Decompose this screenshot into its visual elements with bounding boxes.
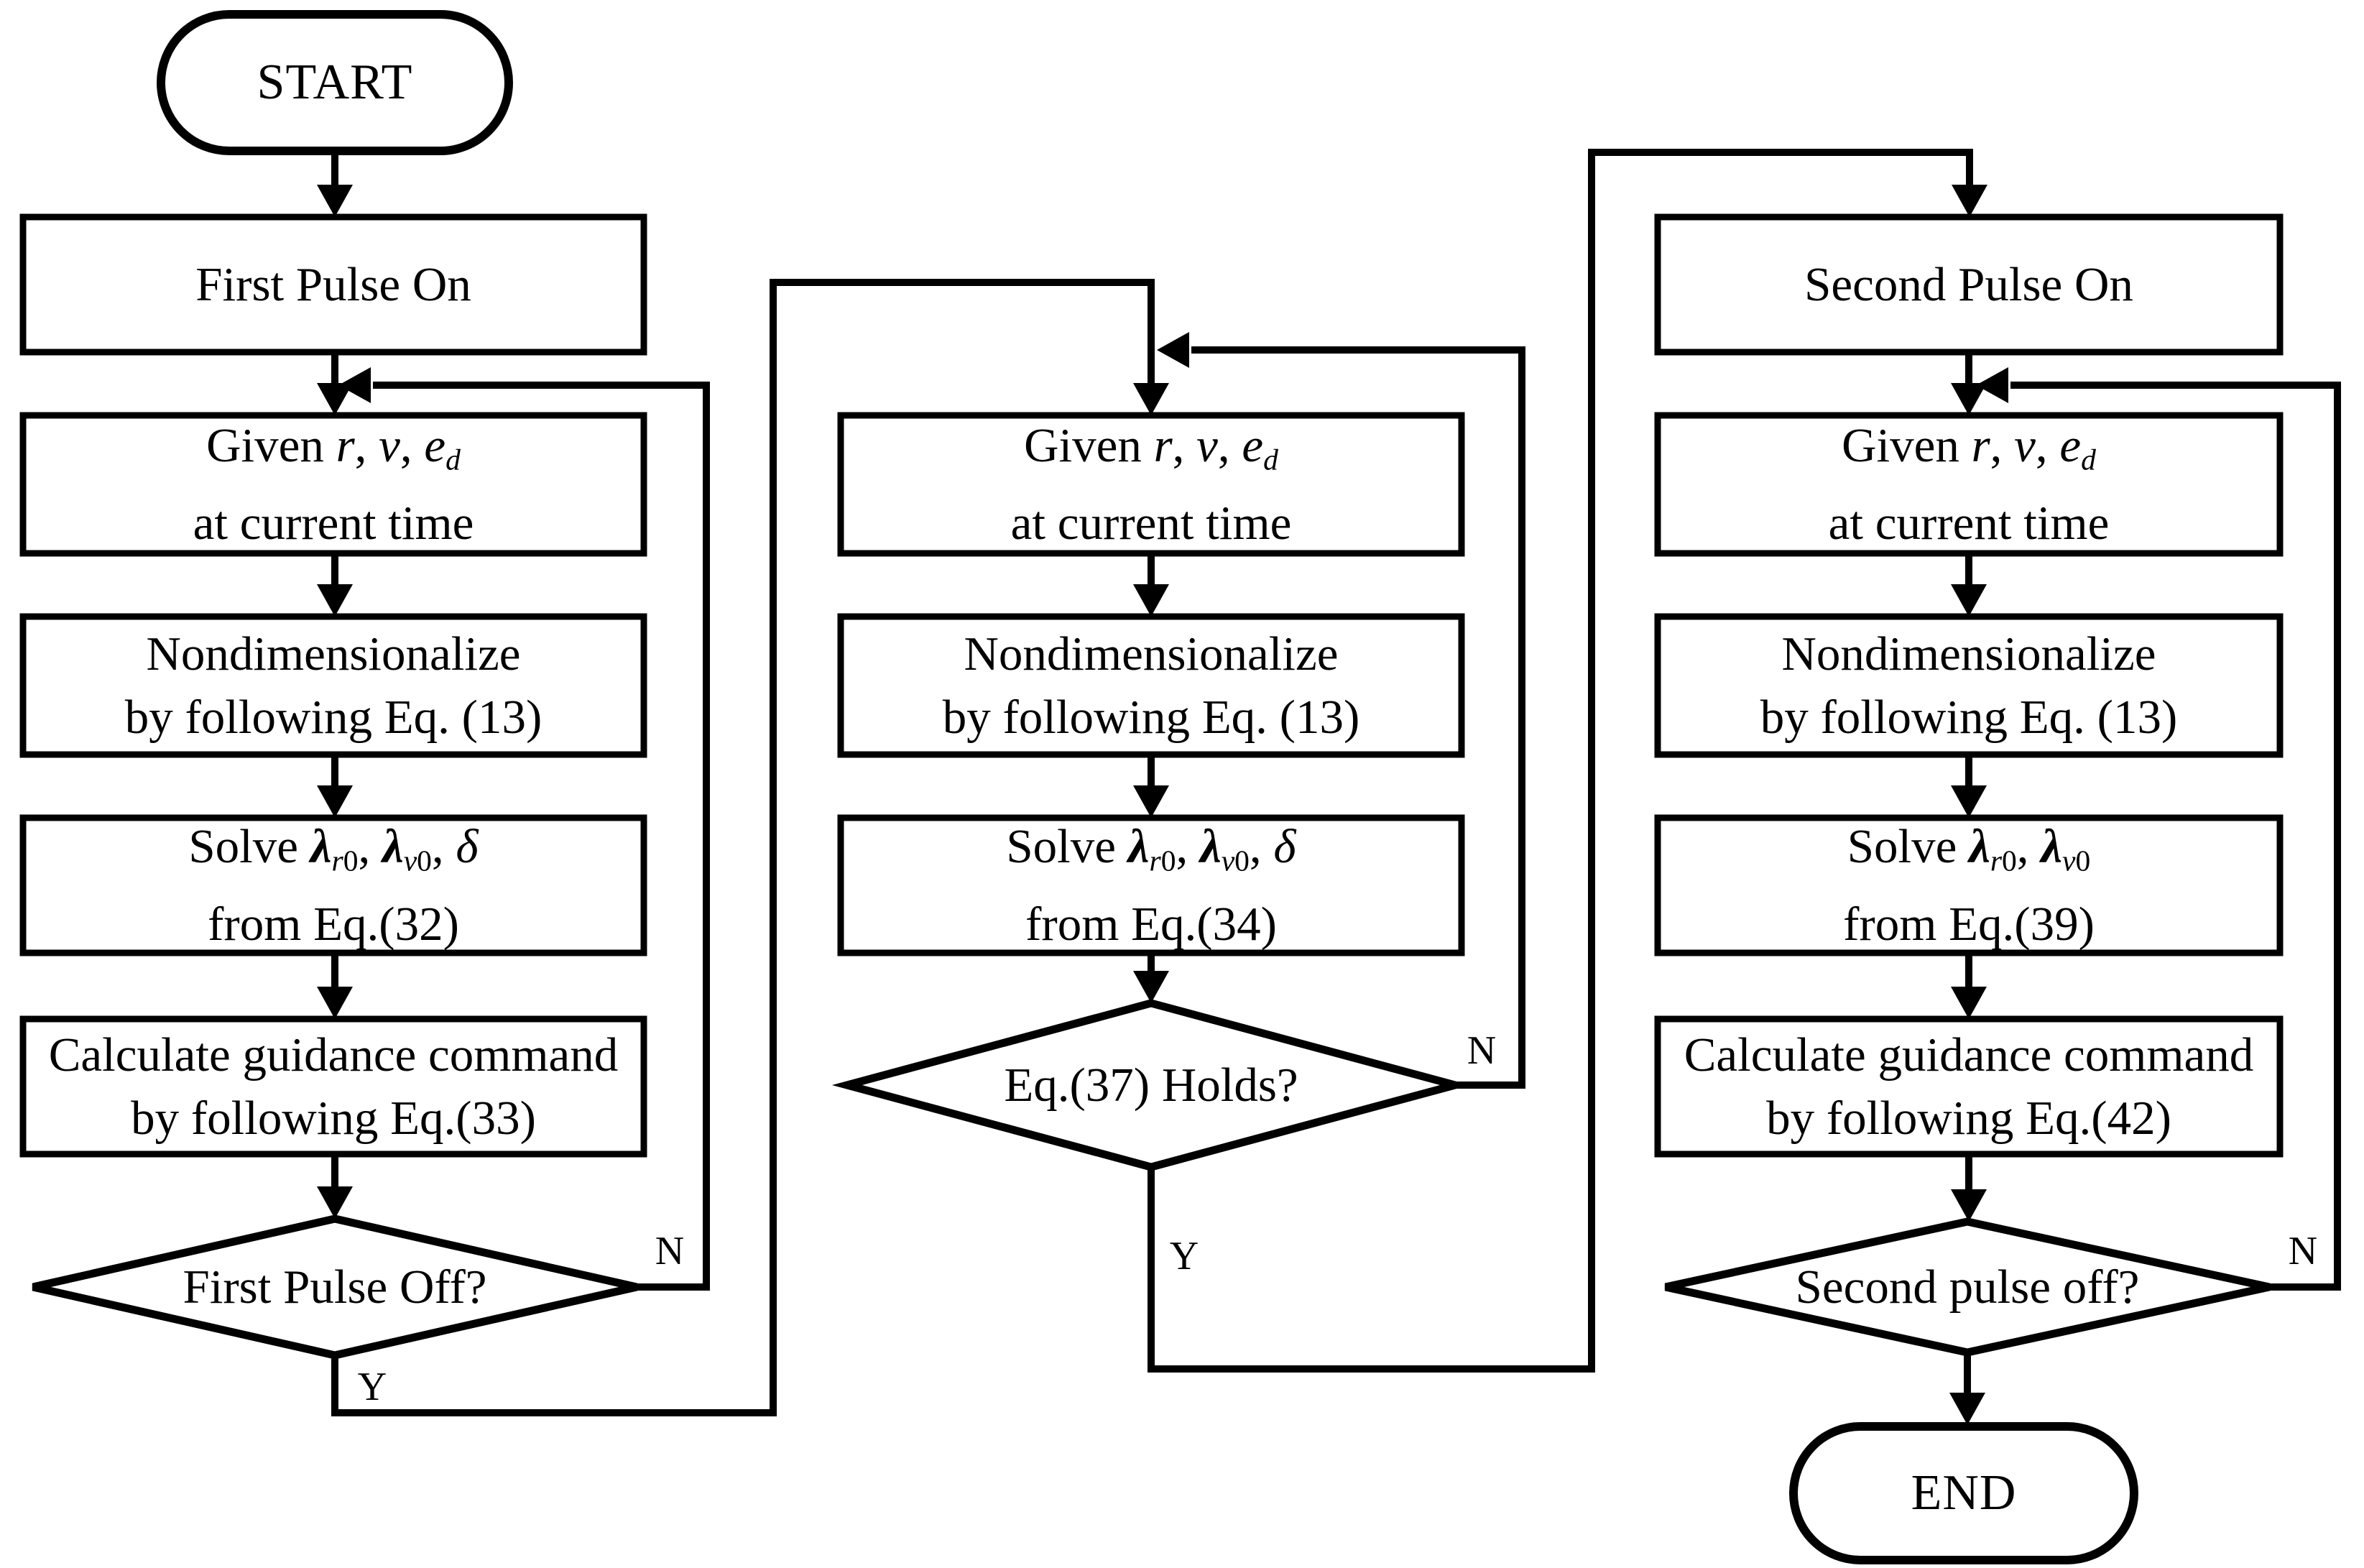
solve-3-line-1: Solve λr0, λv0 [1847, 820, 2091, 877]
process-nondimensionalize-3: Nondimensionalize by following Eq. (13) [1658, 617, 2280, 755]
solve-2-line-2: from Eq.(34) [1025, 897, 1277, 951]
first-pulse-on-label: First Pulse On [195, 258, 471, 311]
solve-3-line-2: from Eq.(39) [1843, 897, 2095, 951]
edge-first-pulse-off-yes-to-given-2 [331, 279, 1155, 1416]
first-pulse-on-box [19, 213, 647, 356]
edge-eq37-holds-no-loopback [1191, 346, 1525, 1089]
branch-label-no-1: N [655, 1229, 685, 1273]
arrowhead-into-solve-2 [1133, 785, 1169, 818]
branch-label-yes-2: Y [1169, 1234, 1199, 1278]
decision-first-pulse-off: First Pulse Off? [33, 1219, 637, 1355]
given-2-box [837, 412, 1465, 557]
process-nondimensionalize-1: Nondimensionalize by following Eq. (13) [23, 617, 644, 755]
arrowhead-into-solve-1 [317, 785, 353, 818]
arrowhead-into-second-pulse-off [1951, 1189, 1987, 1222]
branch-label-yes-1: Y [357, 1365, 387, 1409]
given-3-line-2: at current time [1828, 496, 2110, 550]
second-pulse-on-box [1654, 213, 2284, 356]
branch-label-no-3: N [2288, 1229, 2318, 1273]
arrowhead-into-nondimensionalize-3 [1951, 584, 1987, 617]
arrowhead-into-eq37-holds [1133, 971, 1169, 1003]
nondimensionalize-2-line-1: Nondimensionalize [964, 627, 1339, 681]
decision-second-pulse-off: Second pulse off? [1666, 1222, 2269, 1352]
process-calculate-1: Calculate guidance command by following … [23, 1019, 644, 1154]
start-terminator-shape [157, 10, 513, 155]
solve-1-line-1: Solve λr0, λv0, δ [188, 820, 479, 877]
edge-first-pulse-off-no-loopback [373, 382, 710, 1291]
given-3-box [1654, 412, 2284, 557]
calculate-1-line-2: by following Eq.(33) [131, 1092, 536, 1145]
arrowhead-into-solve-3 [1951, 785, 1987, 818]
branch-label-no-2: N [1467, 1028, 1497, 1073]
arrowhead-loopback-1 [338, 367, 371, 403]
calculate-3-box [1654, 1015, 2284, 1158]
nondimensionalize-1-line-2: by following Eq. (13) [124, 691, 542, 744]
calculate-3-line-2: by following Eq.(42) [1766, 1092, 2171, 1145]
solve-1-line-2: from Eq.(32) [208, 897, 459, 951]
process-given-1: Given r, v, ed at current time [23, 415, 644, 553]
solve-1-box [19, 814, 647, 956]
nondimensionalize-1-box [19, 613, 647, 758]
arrowhead-into-given-2 [1133, 383, 1169, 415]
process-given-2: Given r, v, ed at current time [841, 415, 1462, 553]
arrowhead-into-given-1 [317, 383, 353, 415]
nondimensionalize-3-box [1654, 613, 2284, 758]
calculate-1-box [19, 1015, 647, 1158]
start-label: START [257, 55, 413, 110]
given-2-line-2: at current time [1010, 496, 1292, 550]
process-solve-3: Solve λr0, λv0 from Eq.(39) [1658, 818, 2280, 953]
edge-eq37-holds-yes-to-second-pulse-on [1148, 149, 1973, 1373]
second-pulse-off-label: Second pulse off? [1795, 1260, 2140, 1314]
arrowhead-loopback-2 [1157, 332, 1189, 368]
terminator-start: START [161, 14, 509, 151]
process-given-3: Given r, v, ed at current time [1658, 415, 2280, 553]
given-3-line-1: Given r, v, ed [1842, 419, 2096, 476]
nondimensionalize-3-line-1: Nondimensionalize [1781, 627, 2156, 681]
first-pulse-off-diamond [32, 1214, 638, 1360]
eq37-holds-diamond [831, 999, 1471, 1171]
terminator-end: END [1793, 1426, 2134, 1560]
nondimensionalize-2-line-2: by following Eq. (13) [942, 691, 1360, 744]
arrowhead-into-nondimensionalize-1 [317, 584, 353, 617]
arrowhead-into-given-3 [1951, 383, 1987, 415]
second-pulse-on-label: Second Pulse On [1804, 258, 2133, 311]
arrowhead-into-first-pulse-on [317, 185, 353, 217]
process-first-pulse-on: First Pulse On [23, 217, 644, 352]
calculate-3-line-1: Calculate guidance command [1684, 1028, 2254, 1082]
process-calculate-3: Calculate guidance command by following … [1658, 1019, 2280, 1154]
arrowhead-into-calculate-1 [317, 987, 353, 1019]
eq37-holds-label: Eq.(37) Holds? [1004, 1059, 1298, 1112]
solve-2-line-1: Solve λr0, λv0, δ [1006, 820, 1296, 877]
process-nondimensionalize-2: Nondimensionalize by following Eq. (13) [841, 617, 1462, 755]
process-solve-2: Solve λr0, λv0, δ from Eq.(34) [841, 818, 1462, 953]
nondimensionalize-2-box [837, 613, 1465, 758]
arrowhead-into-first-pulse-off [317, 1186, 353, 1219]
decision-eq37-holds: Eq.(37) Holds? [847, 1003, 1455, 1167]
calculate-1-line-1: Calculate guidance command [48, 1028, 619, 1082]
end-label: END [1911, 1465, 2017, 1521]
end-terminator-shape [1789, 1422, 2138, 1564]
arrowhead-into-end [1949, 1393, 1985, 1425]
given-1-line-2: at current time [193, 496, 474, 550]
edge-second-pulse-off-no-loopback [2010, 382, 2341, 1291]
arrowhead-into-calculate-3 [1951, 987, 1987, 1019]
nondimensionalize-1-line-1: Nondimensionalize [146, 627, 521, 681]
given-2-line-1: Given r, v, ed [1024, 419, 1278, 476]
process-solve-1: Solve λr0, λv0, δ from Eq.(32) [23, 818, 644, 953]
given-1-line-1: Given r, v, ed [206, 419, 461, 476]
first-pulse-off-label: First Pulse Off? [183, 1260, 487, 1314]
arrowhead-into-second-pulse-on [1952, 185, 1987, 217]
solve-2-box [837, 814, 1465, 956]
solve-3-box [1654, 814, 2284, 956]
given-1-box [19, 412, 647, 557]
process-second-pulse-on: Second Pulse On [1658, 217, 2280, 352]
second-pulse-off-diamond [1664, 1217, 2271, 1357]
arrowhead-into-nondimensionalize-2 [1133, 584, 1169, 617]
nondimensionalize-3-line-2: by following Eq. (13) [1760, 691, 2178, 744]
arrowhead-loopback-3 [1976, 367, 2008, 403]
